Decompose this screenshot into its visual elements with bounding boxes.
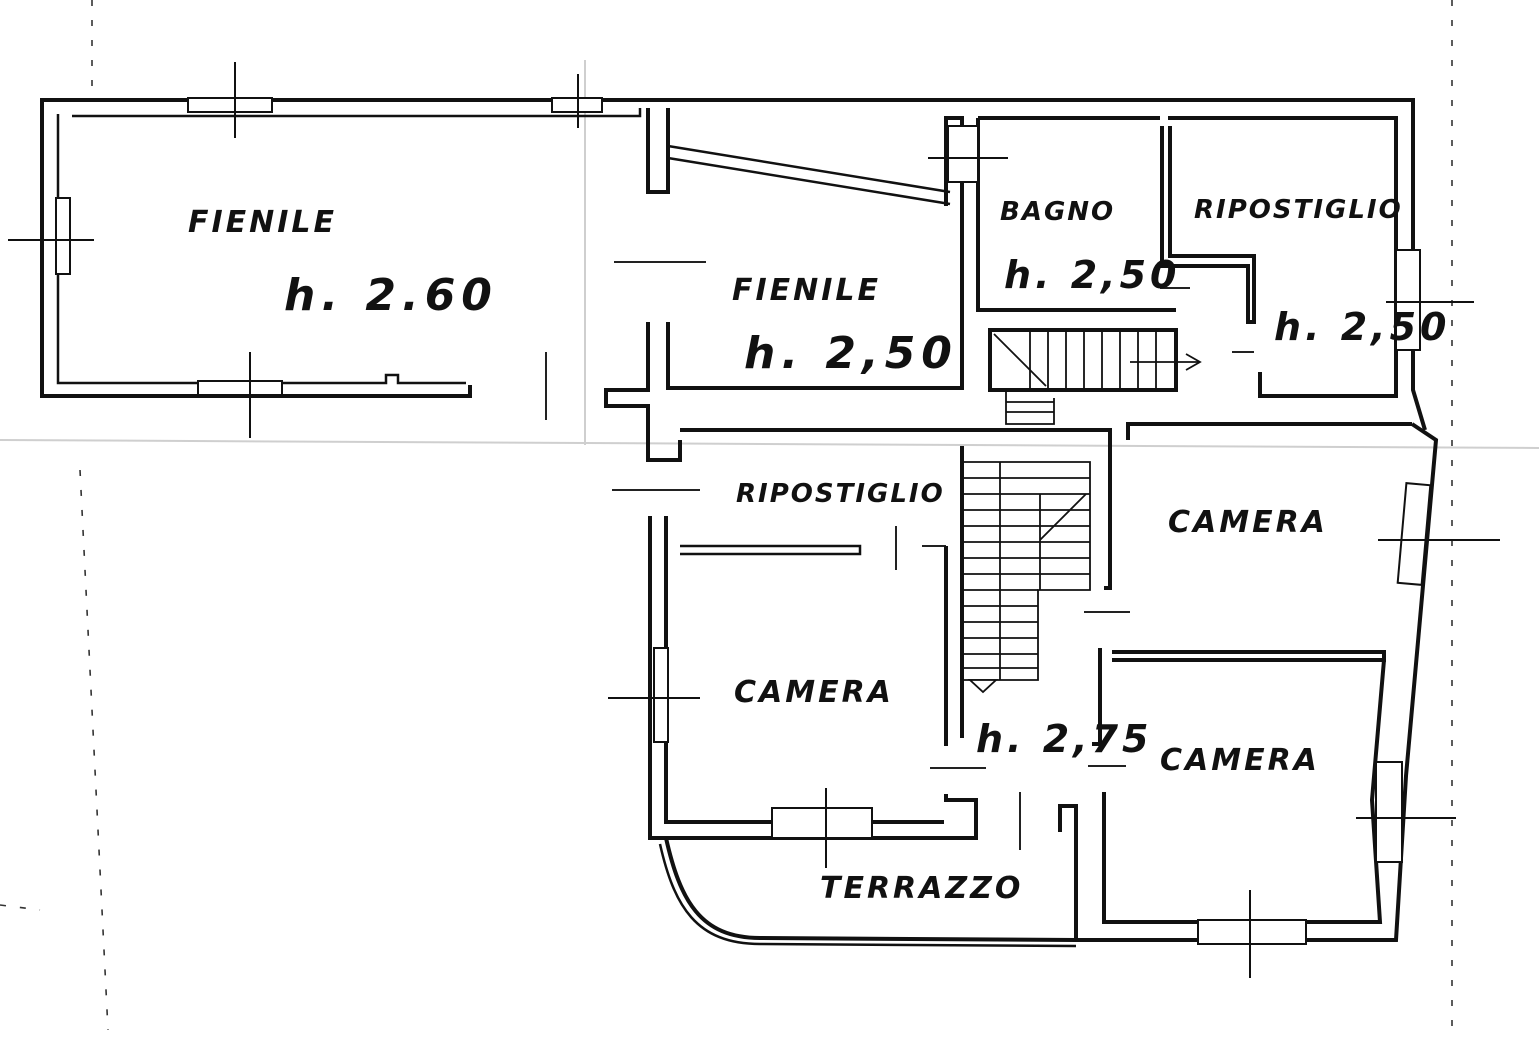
room-height-fienile-center: h. 2,50 — [744, 328, 958, 379]
room-height-bagno: h. 2,50 — [1004, 253, 1180, 297]
room-label-terrazzo: TERRAZZO — [820, 871, 1023, 906]
room-label-ripostiglio-lower: RIPOSTIGLIO — [736, 479, 945, 509]
room-height-ripostiglio-upper: h. 2,50 — [1274, 305, 1450, 349]
paper-fold-lines — [0, 60, 1539, 449]
reference-dashed-lines — [0, 0, 1453, 1031]
room-height-fienile-left: h. 2.60 — [284, 270, 498, 321]
room-label-camera-left: CAMERA — [734, 675, 894, 710]
lower-block-walls — [612, 422, 1439, 948]
room-label-fienile-left: FIENILE — [188, 205, 337, 240]
upper-windows — [8, 62, 1474, 438]
room-label-bagno: BAGNO — [1000, 197, 1115, 227]
room-height-stair-hall: h. 2,75 — [976, 717, 1152, 761]
room-labels: FIENILE h. 2.60 FIENILE h. 2,50 BAGNO h.… — [188, 195, 1450, 906]
upper-block-walls — [40, 98, 1427, 462]
lower-windows — [608, 482, 1500, 978]
room-label-ripostiglio-upper: RIPOSTIGLIO — [1194, 195, 1403, 225]
central-staircase — [962, 461, 1091, 694]
room-label-fienile-center: FIENILE — [732, 273, 881, 308]
room-label-camera-right-lower: CAMERA — [1160, 743, 1320, 778]
room-label-camera-right-upper: CAMERA — [1168, 505, 1328, 540]
